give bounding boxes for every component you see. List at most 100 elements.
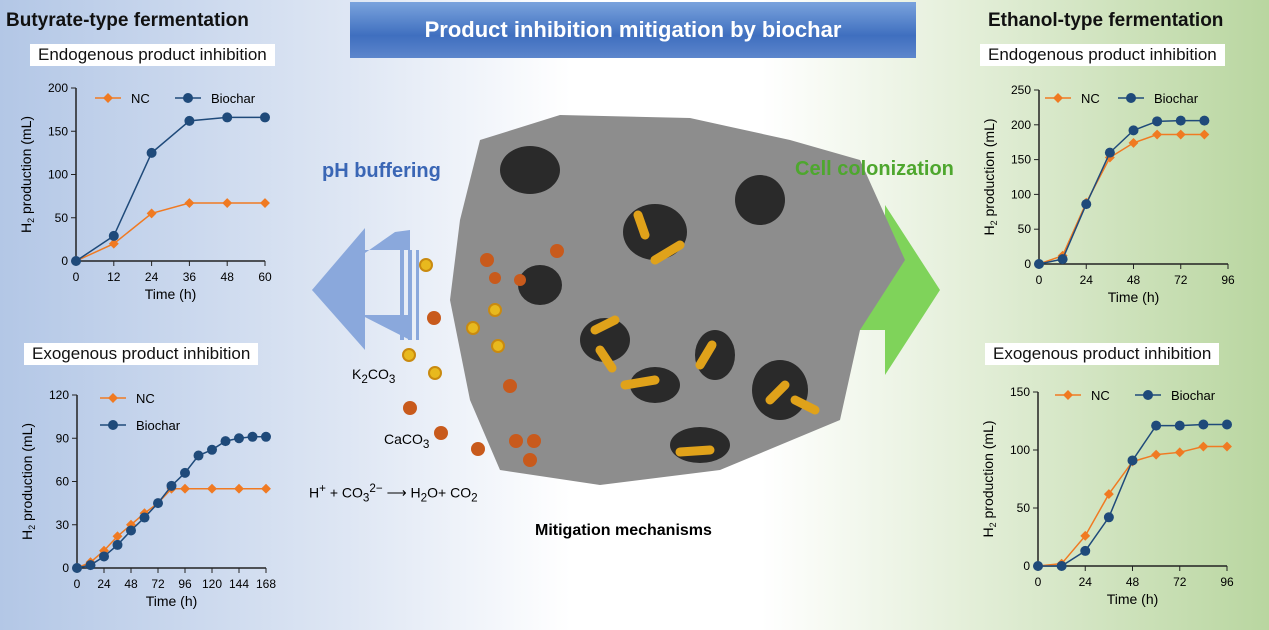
data-point-biochar <box>220 436 231 447</box>
series-line-nc <box>1038 133 1205 265</box>
data-point-biochar <box>108 230 119 241</box>
y-tick-label: 0 <box>62 561 69 575</box>
legend-marker-nc <box>108 393 118 403</box>
data-point-biochar <box>193 450 204 461</box>
data-point-biochar <box>99 551 109 562</box>
data-point-biochar <box>71 256 81 266</box>
y-tick-label: 0 <box>1024 257 1031 271</box>
data-point-nc <box>1103 489 1114 500</box>
data-point-biochar <box>1198 419 1209 430</box>
data-point-biochar <box>139 512 150 523</box>
data-point-biochar <box>153 498 163 509</box>
chart3-title: Endogenous product inhibition <box>980 44 1225 66</box>
legend-label: Biochar <box>1154 91 1199 106</box>
data-point-nc <box>222 198 233 208</box>
k2co3-label: K2CO3 <box>352 366 396 386</box>
x-tick-label: 72 <box>1174 273 1188 287</box>
y-tick-label: 50 <box>1018 222 1032 236</box>
data-point-biochar <box>112 539 123 550</box>
x-tick-label: 24 <box>145 270 159 284</box>
y-tick-label: 90 <box>56 431 70 445</box>
series-line-biochar <box>1038 423 1227 567</box>
legend-label: NC <box>1091 388 1110 403</box>
x-tick-label: 96 <box>1220 575 1234 589</box>
x-tick-label: 96 <box>1221 273 1235 287</box>
chart2-title: Exogenous product inhibition <box>24 343 259 365</box>
y-axis-label: H2 production (mL) <box>981 118 999 235</box>
legend-label: Biochar <box>136 418 181 433</box>
left-section-title: Butyrate-type fermentation <box>6 10 249 31</box>
data-point-biochar <box>166 480 177 491</box>
mitigation-mechanisms-label: Mitigation mechanisms <box>535 522 712 539</box>
blue-arrow-head <box>312 228 365 350</box>
x-tick-label: 0 <box>74 577 81 591</box>
data-point-biochar <box>1152 116 1163 127</box>
y-tick-label: 100 <box>48 168 68 182</box>
data-point-biochar <box>1056 561 1067 571</box>
data-point-biochar <box>1034 259 1044 269</box>
data-point-biochar <box>207 444 217 455</box>
data-point-nc <box>207 483 217 494</box>
data-point-nc <box>234 483 244 494</box>
legend-label: NC <box>131 91 150 106</box>
x-axis-label: Time (h) <box>1108 289 1160 305</box>
data-point-biochar <box>1103 512 1114 523</box>
y-axis-label: H2 production (mL) <box>18 116 36 233</box>
data-point-biochar <box>1174 420 1185 431</box>
data-point-biochar <box>180 467 190 478</box>
data-point-nc <box>108 238 119 249</box>
y-tick-label: 100 <box>1010 443 1030 457</box>
legend-marker-nc <box>1063 390 1073 400</box>
x-tick-label: 0 <box>1036 273 1043 287</box>
x-tick-label: 48 <box>1127 273 1141 287</box>
caco3-particles <box>403 244 564 467</box>
x-tick-label: 0 <box>73 270 80 284</box>
chart4-title: Exogenous product inhibition <box>985 343 1220 365</box>
data-point-nc <box>261 483 271 494</box>
x-tick-label: 24 <box>1080 273 1094 287</box>
y-tick-label: 120 <box>49 388 69 402</box>
x-tick-label: 0 <box>1035 575 1042 589</box>
data-point-nc <box>1128 137 1139 148</box>
y-tick-label: 250 <box>1011 83 1031 97</box>
data-point-nc <box>184 198 195 208</box>
legend-label: Biochar <box>1171 388 1216 403</box>
x-axis-label: Time (h) <box>145 286 197 302</box>
legend-label: NC <box>136 391 155 406</box>
legend-marker-biochar <box>1143 390 1153 400</box>
y-tick-label: 60 <box>56 475 70 489</box>
x-tick-label: 168 <box>256 577 276 591</box>
data-point-biochar <box>85 560 96 571</box>
data-point-nc <box>1174 447 1185 458</box>
green-arrow-icon <box>858 205 940 375</box>
y-axis-label: H2 production (mL) <box>980 420 998 537</box>
x-tick-label: 48 <box>1126 575 1140 589</box>
x-tick-label: 36 <box>183 270 197 284</box>
x-tick-label: 144 <box>229 577 249 591</box>
legend-marker-biochar <box>1126 93 1136 103</box>
x-tick-label: 72 <box>1173 575 1187 589</box>
data-point-nc <box>1222 441 1232 452</box>
y-tick-label: 50 <box>1017 501 1031 515</box>
legend-marker-nc <box>1053 93 1063 103</box>
data-point-biochar <box>234 433 244 444</box>
legend-marker-biochar <box>183 93 193 103</box>
data-point-biochar <box>247 431 258 442</box>
data-point-biochar <box>1080 545 1091 556</box>
y-tick-label: 150 <box>1010 385 1030 399</box>
y-tick-label: 100 <box>1011 187 1031 201</box>
data-point-nc <box>1080 530 1091 541</box>
legend-marker-biochar <box>108 420 118 430</box>
series-line-biochar <box>1038 119 1205 265</box>
series-line-biochar <box>75 116 265 262</box>
data-point-nc <box>1175 129 1186 140</box>
data-point-nc <box>1152 129 1163 140</box>
x-axis-label: Time (h) <box>1107 591 1159 607</box>
series-line-nc <box>75 202 265 262</box>
bacteria-icons <box>590 210 820 457</box>
data-point-nc <box>1198 441 1209 452</box>
